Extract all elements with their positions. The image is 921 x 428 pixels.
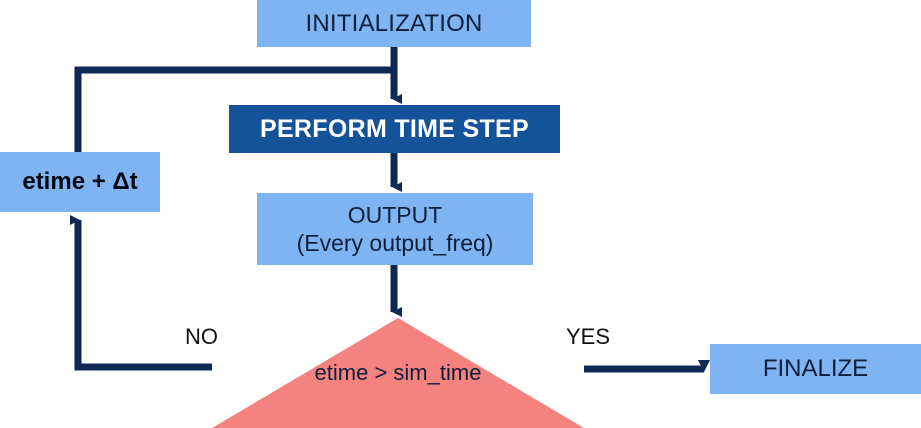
node-output[interactable]: OUTPUT (Every output_freq) bbox=[257, 193, 533, 265]
node-output-label-line1: OUTPUT bbox=[347, 201, 443, 228]
node-finalize[interactable]: FINALIZE bbox=[710, 344, 921, 394]
node-etime-increment[interactable]: etime + Δt bbox=[0, 152, 160, 212]
node-perform-time-step-label: PERFORM TIME STEP bbox=[259, 114, 529, 143]
node-output-label-line2: (Every output_freq) bbox=[296, 230, 494, 256]
node-decision[interactable]: etime > sim_time bbox=[212, 318, 584, 428]
node-initialization[interactable]: INITIALIZATION bbox=[257, 0, 531, 47]
node-finalize-label: FINALIZE bbox=[762, 355, 869, 383]
node-decision-label: etime > sim_time bbox=[314, 360, 482, 386]
node-perform-time-step[interactable]: PERFORM TIME STEP bbox=[229, 105, 560, 153]
node-etime-increment-label: etime + Δt bbox=[22, 168, 138, 196]
edge-label-yes: YES bbox=[566, 324, 611, 349]
node-initialization-label: INITIALIZATION bbox=[305, 9, 483, 37]
edge-label-no: NO bbox=[185, 324, 218, 349]
